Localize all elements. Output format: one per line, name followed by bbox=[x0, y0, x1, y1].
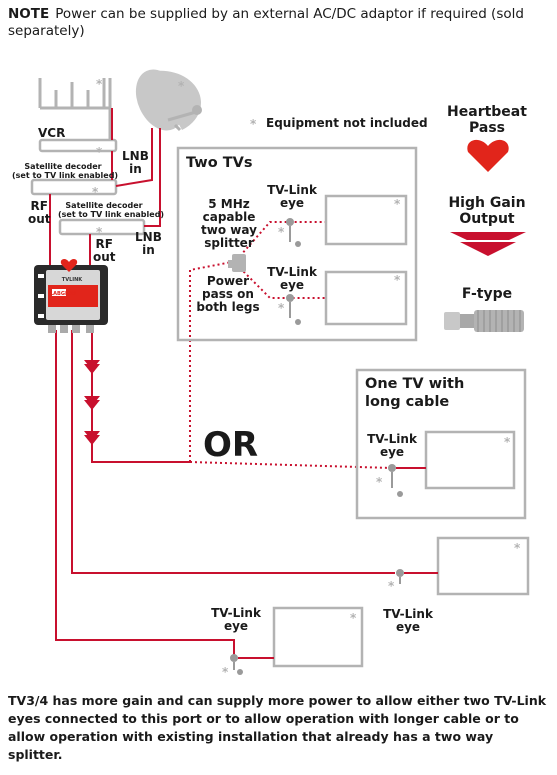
tvlink-eye-3-line1: TV-Link bbox=[367, 432, 417, 446]
lnb-in-1-label: LNB in bbox=[122, 150, 149, 176]
tvlink-eye-2-label: TV-Link eye bbox=[262, 266, 322, 292]
tvlink-eye-5-label: TV-Link eye bbox=[206, 607, 266, 633]
heartbeat-pass-title: Heartbeat Pass bbox=[432, 104, 542, 136]
svg-text:*: * bbox=[376, 475, 383, 489]
rf-out-2-line1: RF bbox=[95, 237, 113, 251]
lnb-in-1-line1: LNB bbox=[122, 149, 149, 163]
lnb-in-2-label: LNB in bbox=[135, 231, 162, 257]
svg-text:*: * bbox=[514, 541, 521, 555]
note-text: Power can be supplied by an external AC/… bbox=[8, 6, 524, 39]
splitter-line3: two way bbox=[201, 223, 257, 237]
svg-text:*: * bbox=[96, 145, 103, 159]
one-tv-box bbox=[355, 368, 527, 520]
svg-text:*: * bbox=[394, 197, 401, 211]
tv-screens bbox=[272, 194, 530, 668]
footer-text: TV3/4 has more gain and can supply more … bbox=[8, 693, 547, 762]
power-line1: Power bbox=[206, 274, 250, 288]
tv-link-amplifier bbox=[34, 258, 108, 333]
svg-text:*: * bbox=[278, 301, 285, 315]
high-gain-line2: Output bbox=[459, 211, 515, 227]
equipment-note: Equipment not included bbox=[266, 116, 428, 130]
splitter-line1: 5 MHz bbox=[208, 197, 250, 211]
sat-decoder-2-title: Satellite decoder bbox=[65, 201, 143, 210]
one-tv-title: One TV with long cable bbox=[365, 375, 464, 411]
tvlink-eye-3-label: TV-Link eye bbox=[362, 433, 422, 459]
sat-decoder-1-title: Satellite decoder bbox=[24, 162, 102, 171]
one-tv-line1: One TV with bbox=[365, 376, 465, 392]
note-prefix: NOTE bbox=[8, 6, 50, 22]
two-tvs-box bbox=[176, 146, 418, 342]
lnb-in-2-line1: LNB bbox=[135, 230, 162, 244]
or-label: OR bbox=[203, 425, 259, 465]
heart-icon bbox=[60, 258, 78, 272]
tv-feed-cables bbox=[238, 467, 438, 659]
power-line3: both legs bbox=[196, 300, 260, 314]
svg-text:*: * bbox=[96, 225, 103, 239]
two-tvs-title: Two TVs bbox=[186, 155, 253, 171]
svg-text:*: * bbox=[278, 225, 285, 239]
svg-text:*: * bbox=[350, 611, 357, 625]
asterisk-marks: * * * * * * * * * * * * * * * * bbox=[92, 77, 521, 679]
rf-out-2-label: RF out bbox=[93, 238, 116, 264]
satellite-decoder-1 bbox=[30, 178, 118, 196]
heartbeat-line2: Pass bbox=[469, 120, 505, 136]
lnb-in-1-line2: in bbox=[129, 162, 142, 176]
vcr-box bbox=[38, 138, 118, 153]
rf-out-1-line2: out bbox=[28, 212, 51, 226]
tvlink-eye-2-line2: eye bbox=[279, 278, 305, 292]
svg-text:*: * bbox=[92, 185, 99, 199]
tvlink-eye-5-line1: TV-Link bbox=[211, 606, 261, 620]
sat-decoder-1-label: Satellite decoder (set to TV link enable… bbox=[12, 162, 119, 180]
sat-decoder-2-sub: (set to TV link enabled) bbox=[58, 210, 165, 219]
tvlink-eye-2-line1: TV-Link bbox=[267, 265, 317, 279]
tvlink-eye-4-label: TV-Link eye bbox=[378, 608, 438, 634]
tv-link-eye-icons bbox=[230, 218, 404, 675]
rf-out-1-line1: RF bbox=[30, 199, 48, 213]
svg-text:*: * bbox=[250, 117, 257, 131]
tvlink-eye-1-line1: TV-Link bbox=[267, 183, 317, 197]
svg-text:*: * bbox=[96, 77, 103, 91]
high-gain-markers bbox=[84, 360, 100, 445]
coax-cables bbox=[49, 108, 395, 655]
f-type-connector-icon bbox=[444, 310, 524, 332]
splitter-label: 5 MHz capable two way splitter bbox=[194, 198, 264, 250]
device-brand: TVLINK bbox=[61, 277, 83, 283]
tvlink-eye-3-line2: eye bbox=[379, 445, 405, 459]
high-gain-line1: High Gain bbox=[448, 195, 526, 211]
splitter-line4: splitter bbox=[204, 236, 254, 250]
splitter-icon bbox=[228, 254, 246, 272]
svg-text:*: * bbox=[504, 435, 511, 449]
satellite-dish-icon bbox=[135, 69, 202, 132]
dotted-connections bbox=[189, 221, 393, 469]
one-tv-line2: long cable bbox=[365, 394, 450, 410]
f-type-title: F-type bbox=[461, 286, 513, 302]
tvlink-eye-1-line2: eye bbox=[279, 196, 305, 210]
heartbeat-line1: Heartbeat bbox=[447, 104, 527, 120]
aerial-icon bbox=[38, 78, 112, 140]
svg-text:*: * bbox=[178, 79, 185, 93]
tvlink-eye-4-line2: eye bbox=[395, 620, 421, 634]
sat-decoder-2-label: Satellite decoder (set to TV link enable… bbox=[58, 201, 165, 219]
sat-decoder-1-sub: (set to TV link enabled) bbox=[12, 171, 119, 180]
heartbeat-pass-icon bbox=[467, 139, 509, 172]
rf-out-2-line2: out bbox=[93, 250, 116, 264]
high-gain-title: High Gain Output bbox=[432, 195, 542, 227]
lnb-in-2-line2: in bbox=[142, 243, 155, 257]
splitter-line2: capable bbox=[202, 210, 256, 224]
device-logo: LABGEAR bbox=[50, 291, 77, 297]
svg-text:*: * bbox=[394, 273, 401, 287]
power-line2: pass on bbox=[202, 287, 254, 301]
tvlink-eye-5-line2: eye bbox=[223, 619, 249, 633]
high-gain-output-icon bbox=[450, 232, 526, 256]
vcr-label: VCR bbox=[38, 126, 66, 140]
tvlink-eye-1-label: TV-Link eye bbox=[262, 184, 322, 210]
svg-text:*: * bbox=[388, 579, 395, 593]
svg-text:*: * bbox=[222, 665, 229, 679]
tvlink-eye-4-line1: TV-Link bbox=[383, 607, 433, 621]
power-pass-label: Power pass on both legs bbox=[196, 275, 260, 314]
rf-out-1-label: RF out bbox=[28, 200, 51, 226]
